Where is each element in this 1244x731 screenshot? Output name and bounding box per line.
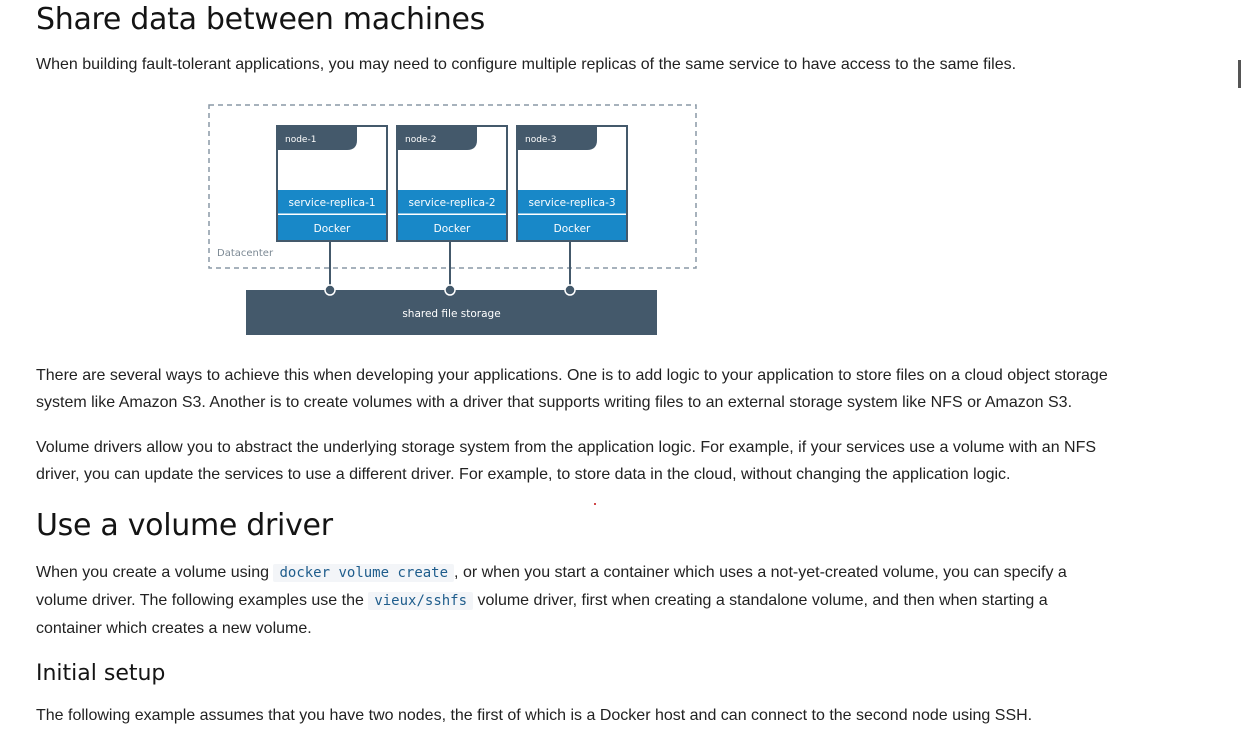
connector-dot-1 [324,284,336,296]
scrollbar-thumb[interactable] [1238,60,1241,88]
section-heading-share-data: Share data between machines [36,2,485,37]
node-label-2: node-2 [405,135,436,145]
service-replica-label-3: service-replica-3 [528,197,615,209]
cursor-dot [594,503,596,505]
service-replica-label-2: service-replica-2 [408,197,495,209]
code-vieux-sshfs: vieux/sshfs [368,592,474,610]
code-docker-volume-create: docker volume create [273,564,455,582]
node-label-3: node-3 [525,135,556,145]
intro-paragraph: When building fault-tolerant application… [36,56,1017,73]
shared-storage-box [246,290,657,335]
datacenter-label: Datacenter [217,248,274,259]
service-replica-label-1: service-replica-1 [288,197,375,209]
node-label-1: node-1 [285,135,316,145]
section-heading-volume-driver: Use a volume driver [36,508,333,543]
create-text-2: , or when you start a container which us… [36,564,1067,609]
paragraph-create-volume: When you create a volume using docker vo… [36,559,1116,642]
create-text-3: volume driver, first when creating a sta… [36,592,1048,637]
docker-label-1: Docker [314,223,351,235]
connector-dot-2 [444,284,456,296]
paragraph-volume-drivers: Volume drivers allow you to abstract the… [36,439,1097,483]
paragraph-initial-setup: The following example assumes that you h… [36,707,1033,724]
shared-storage-label: shared file storage [402,308,500,320]
storage-connectors [329,241,571,286]
connector-dot-3 [564,284,576,296]
docker-label-2: Docker [434,223,471,235]
section-heading-initial-setup: Initial setup [36,661,166,686]
paragraph-several-ways: There are several ways to achieve this w… [36,367,1108,411]
docker-label-3: Docker [554,223,591,235]
datacenter-boundary [208,104,697,269]
create-text-1: When you create a volume using [36,564,274,581]
node-box-1: node-1 service-replica-1 Docker [276,125,388,242]
shared-storage-diagram: Datacenter node-1 service-replica-1 Dock… [208,104,697,335]
node-box-2: node-2 service-replica-2 Docker [396,125,508,242]
node-box-3: node-3 service-replica-3 Docker [516,125,628,242]
